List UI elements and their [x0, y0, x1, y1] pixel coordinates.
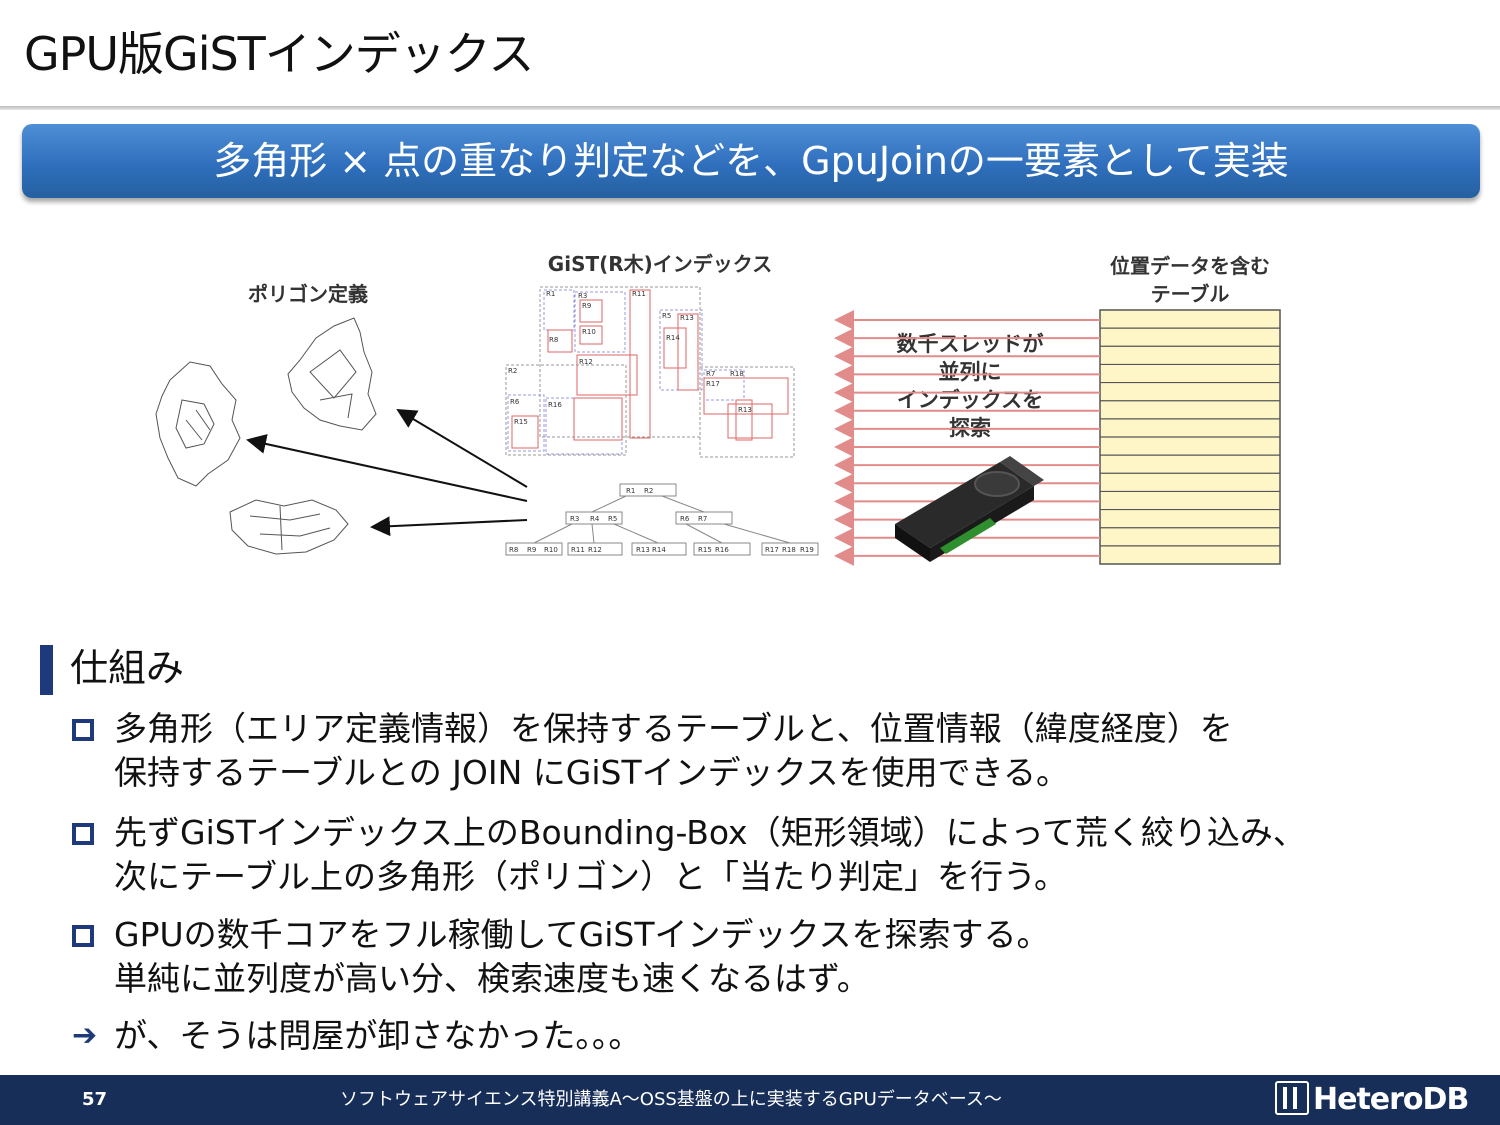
polygon-map-icon: [155, 317, 377, 555]
rtree-leaf: R13: [636, 546, 650, 554]
bullet-3-line2: 単純に並列度が高い分、検索速度も速くなるはず。: [114, 959, 870, 998]
rtree-leaf: R16: [715, 546, 729, 554]
svg-text:R8: R8: [549, 336, 558, 344]
bullet-3-line1: GPUの数千コアをフル稼働してGiSTインデックスを探索する。: [114, 915, 1050, 954]
gist-rectangles: [505, 286, 795, 458]
square-bullet-icon: [72, 925, 94, 947]
threads-label: 数千スレッドが 並列に インデックスを 探索: [880, 330, 1060, 442]
rtree-leaf: R8: [509, 546, 518, 554]
gpu-card-icon: [895, 456, 1044, 562]
slide-title: GPU版GiSTインデックス: [24, 27, 534, 81]
svg-text:R1: R1: [546, 290, 555, 298]
threads-label-line1: 数千スレッドが: [896, 332, 1044, 356]
location-table: [1099, 309, 1281, 565]
course-title: ソフトウェアサイエンス特別講義A～OSS基盤の上に実装するGPUデータベース～: [340, 1089, 1002, 1110]
svg-text:R17: R17: [706, 380, 720, 388]
conclusion: ➔ が、そうは問屋が卸さなかった。。。: [72, 1014, 1402, 1058]
title-rule: [0, 106, 1500, 110]
rtree-mid-right-0: R6: [680, 515, 690, 523]
rtree-leaf: R17: [765, 546, 779, 554]
rtree-top-0: R1: [626, 487, 635, 495]
bullet-3: GPUの数千コアをフル稼働してGiSTインデックスを探索する。 単純に並列度が高…: [72, 913, 1402, 1001]
arrow-right-icon: ➔: [72, 1018, 98, 1053]
rtree-leaf: R12: [588, 546, 602, 554]
section-bar: [40, 645, 53, 695]
heterodb-logo-icon: [1275, 1081, 1309, 1115]
square-bullet-icon: [72, 719, 94, 741]
rtree-mid-left-1: R4: [590, 515, 600, 523]
table-label-line2: テーブル: [1150, 282, 1230, 306]
rtree-mid-left-2: R5: [608, 515, 617, 523]
rtree-top-1: R2: [644, 487, 653, 495]
square-bullet-icon: [72, 823, 94, 845]
heterodb-logo: HeteroDB: [1275, 1075, 1469, 1125]
svg-text:R15: R15: [514, 418, 528, 426]
bullet-2-line2: 次にテーブル上の多角形（ポリゴン）と「当たり判定」を行う。: [114, 857, 1068, 896]
svg-text:R11: R11: [632, 290, 646, 298]
conclusion-text: が、そうは問屋が卸さなかった。。。: [114, 1016, 642, 1055]
svg-text:R5: R5: [662, 312, 671, 320]
rtree-mid-right-1: R7: [698, 515, 707, 523]
svg-text:R13: R13: [680, 314, 694, 322]
threads-label-line2: 並列に: [938, 360, 1002, 384]
banner: 多角形 × 点の重なり判定などを、GpuJoinの一要素として実装: [22, 124, 1480, 198]
rtree: [505, 483, 819, 556]
rtree-leaf: R15: [698, 546, 712, 554]
svg-text:R9: R9: [582, 302, 591, 310]
bullet-1-line2: 保持するテーブルとの JOIN にGiSTインデックスを使用できる。: [114, 753, 1069, 792]
page-number: 57: [82, 1089, 108, 1110]
svg-text:R3: R3: [578, 292, 587, 300]
rtree-leaf: R14: [652, 546, 666, 554]
rtree-leaf: R19: [800, 546, 814, 554]
footer: 57 ソフトウェアサイエンス特別講義A～OSS基盤の上に実装するGPUデータベー…: [0, 1075, 1500, 1125]
polygon-label: ポリゴン定義: [248, 282, 368, 306]
section-heading: 仕組み: [70, 646, 185, 690]
svg-text:R12: R12: [579, 358, 593, 366]
rtree-leaf: R18: [782, 546, 796, 554]
svg-text:R2: R2: [508, 367, 517, 375]
logo-text: HeteroDB: [1313, 1082, 1469, 1117]
svg-text:R7: R7: [706, 370, 715, 378]
svg-text:R18: R18: [730, 370, 744, 378]
bullet-1-line1: 多角形（エリア定義情報）を保持するテーブルと、位置情報（緯度経度）を: [114, 709, 1233, 748]
table-label-line1: 位置データを含む: [1110, 254, 1270, 278]
svg-text:R10: R10: [582, 328, 596, 336]
rtree-labels: R1 R2 R3 R4 R5 R6 R7 R8 R9 R10 R11 R12 R…: [509, 487, 814, 554]
svg-text:R16: R16: [548, 401, 562, 409]
svg-text:R13: R13: [738, 406, 752, 414]
bullet-2-line1: 先ずGiSTインデックス上のBounding-Box（矩形領域）によって荒く絞り…: [114, 813, 1306, 852]
rtree-leaf: R9: [527, 546, 536, 554]
gist-label: GiST(R木)インデックス: [547, 252, 773, 276]
rtree-leaf: R11: [571, 546, 585, 554]
bullet-1: 多角形（エリア定義情報）を保持するテーブルと、位置情報（緯度経度）を 保持するテ…: [72, 707, 1402, 795]
table-label: 位置データを含む テーブル: [1080, 252, 1300, 308]
svg-text:R14: R14: [666, 334, 680, 342]
svg-text:R6: R6: [510, 398, 520, 406]
rtree-mid-left-0: R3: [570, 515, 579, 523]
bullet-2: 先ずGiSTインデックス上のBounding-Box（矩形領域）によって荒く絞り…: [72, 811, 1402, 899]
rtree-leaf: R10: [544, 546, 558, 554]
